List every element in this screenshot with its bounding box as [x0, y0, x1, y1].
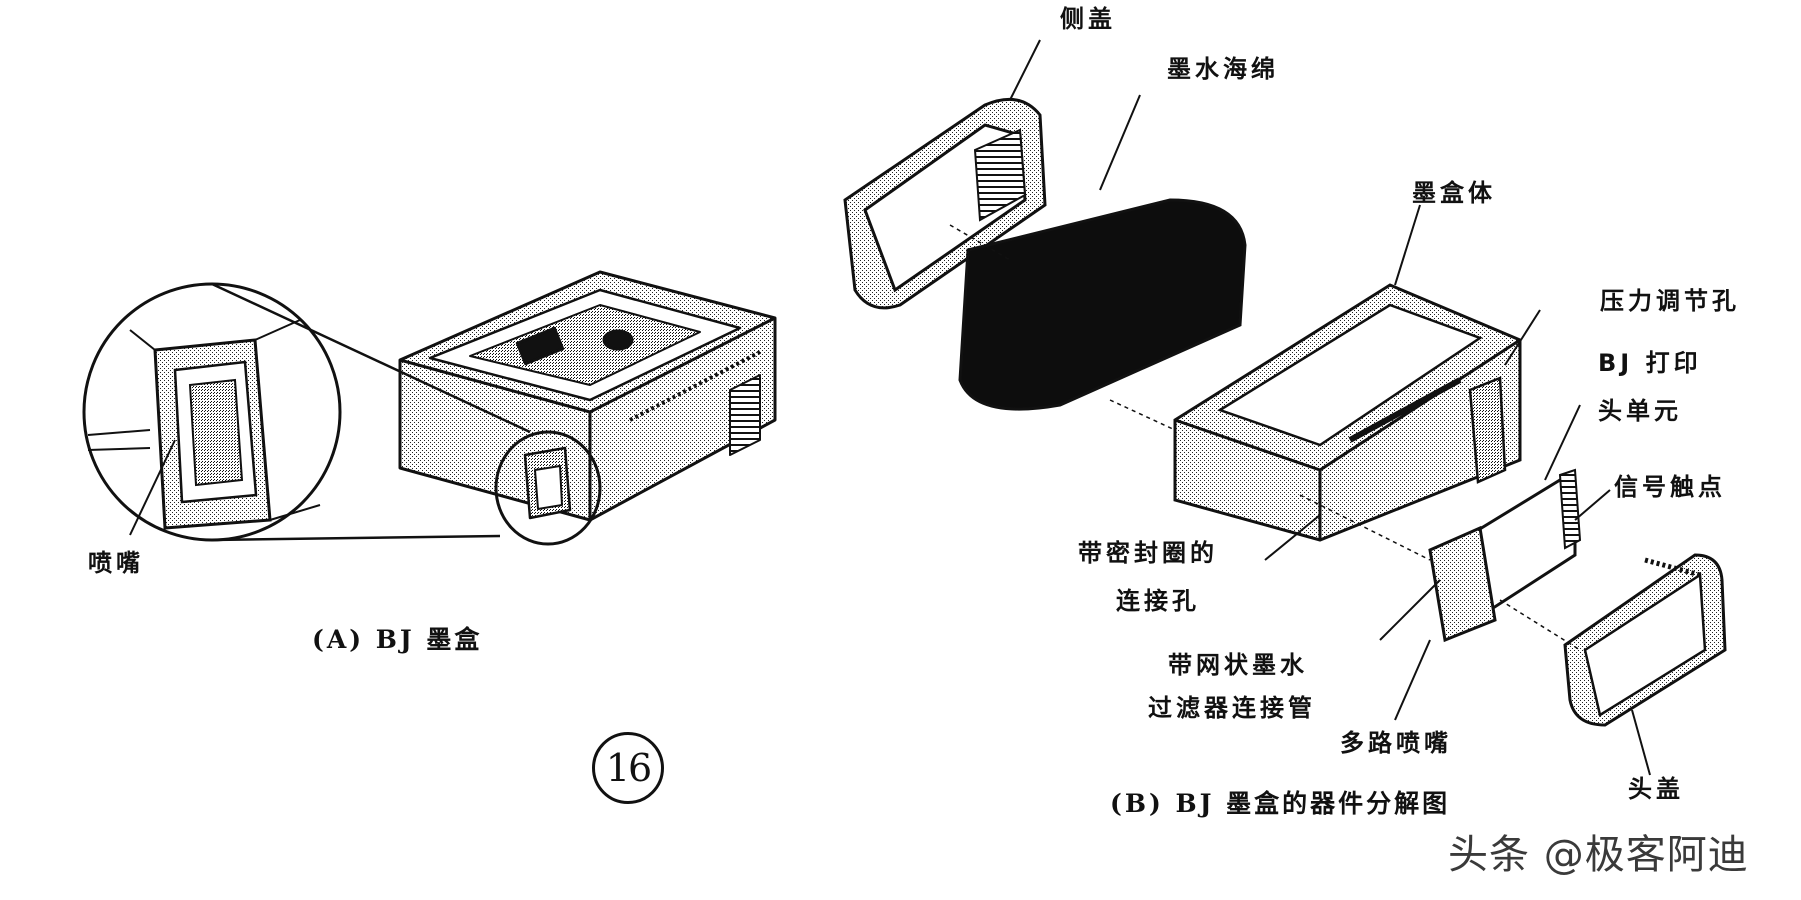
label-nozzle: 喷嘴	[88, 549, 144, 577]
label-filter-pipe-line2: 过滤器连接管	[1148, 694, 1316, 722]
label-side-cover: 侧盖	[1060, 5, 1116, 33]
label-sealed-port-line2: 连接孔	[1116, 587, 1200, 615]
label-signal-contacts: 信号触点	[1614, 473, 1726, 501]
label-pressure-vent: 压力调节孔	[1600, 287, 1740, 315]
side-cover-part	[843, 39, 1047, 310]
label-multi-nozzle: 多路喷嘴	[1340, 729, 1452, 757]
figure-number: 16	[592, 732, 664, 804]
label-head-cover: 头盖	[1628, 775, 1684, 803]
watermark: 头条 @极客阿迪	[1448, 832, 1749, 878]
label-print-head-line2: 头单元	[1598, 397, 1682, 425]
panel-a-magnifier	[82, 282, 531, 542]
label-filter-pipe-line1: 带网状墨水	[1168, 651, 1308, 679]
ink-sponge-part	[958, 94, 1247, 411]
caption-panel-a: (A) BJ 墨盒	[312, 625, 483, 654]
label-print-head-line1: BJ 打印	[1598, 349, 1702, 377]
caption-panel-b: (B) BJ 墨盒的器件分解图	[1110, 789, 1451, 818]
head-cover-part	[1563, 553, 1727, 776]
label-sealed-port-line1: 带密封圈的	[1078, 539, 1218, 567]
label-ink-sponge: 墨水海绵	[1167, 55, 1279, 83]
label-cartridge-body: 墨盒体	[1412, 179, 1496, 207]
panel-a-cartridge	[398, 270, 777, 546]
cartridge-body-part	[1173, 204, 1541, 542]
print-head-unit-part	[1428, 404, 1611, 643]
assembly-guide-lines	[949, 224, 1581, 651]
panel-b-leaders	[1264, 514, 1441, 721]
